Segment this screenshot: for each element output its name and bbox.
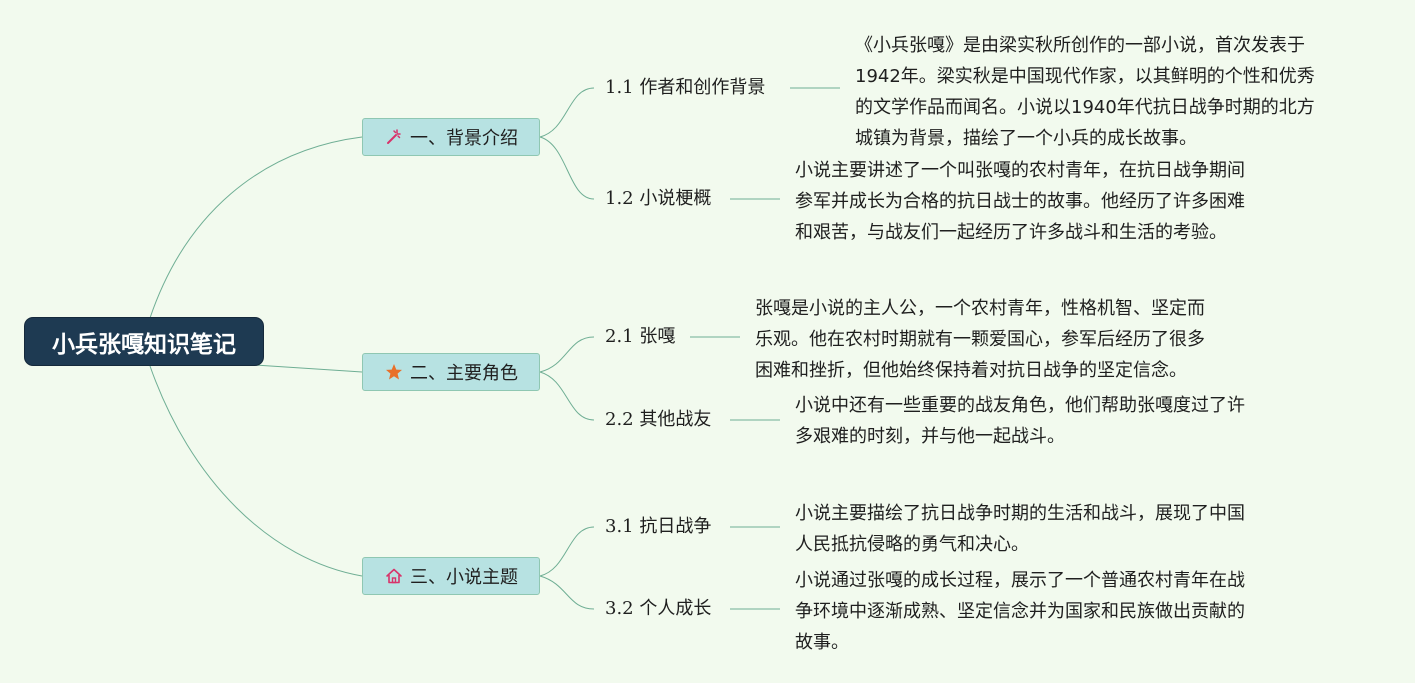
section-title: 二、主要角色: [410, 363, 518, 384]
home-icon: [384, 566, 404, 586]
connector-section-3-item-1: [539, 526, 595, 577]
topic-node-comrades[interactable]: 2.2 其他战友: [605, 409, 712, 430]
connector-root-section-2: [254, 364, 363, 373]
topic-note-personal-growth: 小说通过张嘎的成长过程，展示了一个普通农村青年在战 争环境中逐渐成熟、坚定信念并…: [795, 570, 1245, 653]
connector-section-2-item-2: [539, 371, 595, 421]
connector-section-3-item-2: [539, 575, 595, 610]
topic-note-synopsis: 小说主要讲述了一个叫张嘎的农村青年，在抗日战争期间 参军并成长为合格的抗日战士的…: [795, 160, 1245, 243]
topic-note-comrades: 小说中还有一些重要的战友角色，他们帮助张嘎度过了许 多艰难的时刻，并与他一起战斗…: [795, 395, 1245, 447]
topic-node-author-background[interactable]: 1.1 作者和创作背景: [605, 77, 766, 98]
topic-node-anti-japanese-war[interactable]: 3.1 抗日战争: [605, 516, 712, 537]
topic-note-zhangga: 张嘎是小说的主人公，一个农村青年，性格机智、坚定而 乐观。他在农村时期就有一颗爱…: [755, 298, 1205, 381]
topic-note-author-background: 《小兵张嘎》是由梁实秋所创作的一部小说，首次发表于 1942年。梁实秋是中国现代…: [855, 35, 1315, 149]
connector-section-1-item-1: [539, 87, 595, 138]
topic-note-anti-japanese-war: 小说主要描绘了抗日战争时期的生活和战斗，展现了中国 人民抵抗侵略的勇气和决心。: [795, 503, 1245, 555]
topic-node-zhangga[interactable]: 2.1 张嘎: [605, 326, 676, 347]
magic-wand-icon: [384, 127, 404, 147]
connector-root-section-1: [149, 136, 363, 319]
topic-node-synopsis[interactable]: 1.2 小说梗概: [605, 188, 712, 209]
section-title: 一、背景介绍: [410, 128, 518, 149]
connector-section-1-item-2: [539, 136, 595, 200]
root-title: 小兵张嘎知识笔记: [52, 331, 236, 358]
connector-section-2-item-1: [539, 336, 595, 373]
star-icon: [384, 362, 404, 382]
section-title: 三、小说主题: [410, 567, 518, 588]
root-node[interactable]: 小兵张嘎知识笔记: [25, 318, 263, 365]
section-node-themes[interactable]: 三、小说主题: [362, 557, 540, 595]
connector-root-section-3: [149, 365, 363, 577]
section-node-background[interactable]: 一、背景介绍: [362, 118, 540, 156]
topic-node-personal-growth[interactable]: 3.2 个人成长: [605, 598, 712, 619]
section-node-characters[interactable]: 二、主要角色: [362, 353, 540, 391]
